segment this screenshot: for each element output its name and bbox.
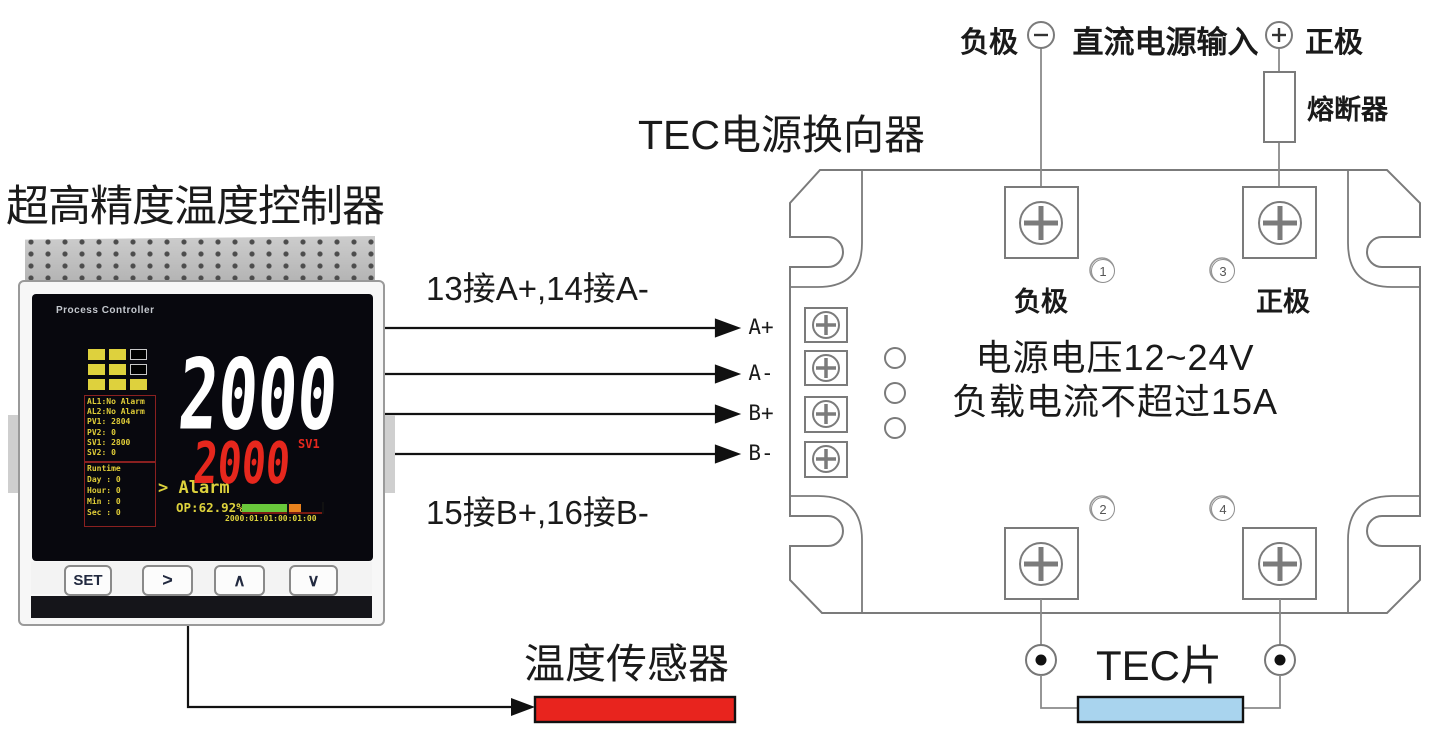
controller-display: [32, 294, 373, 561]
dc-positive-label: 正极: [1305, 27, 1364, 59]
output-percent: OP:62.92%: [176, 500, 244, 515]
power-screw-terminals: [1004, 186, 1317, 600]
minus-terminal-icon: [1027, 21, 1055, 49]
indicator-hole-icon: [884, 347, 906, 369]
status-line: AL2:No Alarm: [87, 407, 145, 417]
shift-button[interactable]: >: [142, 565, 193, 596]
indicator-tile: [109, 379, 126, 390]
output-bar-baseline: [242, 512, 324, 514]
indicator-tile: [130, 364, 147, 375]
output-bar-tick: [287, 502, 289, 514]
down-button[interactable]: ∨: [289, 565, 338, 596]
spec-voltage: 电源电压12~24V: [975, 337, 1255, 378]
indicator-tile: [130, 379, 147, 390]
indicator-tile: [109, 364, 126, 375]
output-bar-green: [242, 504, 288, 512]
wire-label-a: 13接A+,14接A-: [426, 270, 649, 307]
tec-chip-icon: [1076, 695, 1245, 724]
dc-input-title: 直流电源输入: [1072, 25, 1259, 60]
indicator-tile: [88, 364, 105, 375]
fuse-label: 熔断器: [1307, 95, 1388, 125]
indicator-hole-icon: [884, 417, 906, 439]
fuse-icon: [1263, 71, 1296, 143]
temperature-sensor-icon: [533, 695, 737, 724]
status-line: SV1: 2800: [87, 437, 131, 447]
indicator-tile: [109, 349, 126, 360]
indicator-tile: [88, 379, 105, 390]
wire-label-b: 15接B+,16接B-: [426, 494, 649, 531]
terminal-number-1: 1: [1091, 259, 1115, 283]
status-line: AL1:No Alarm: [87, 397, 145, 406]
controller-title: 超高精度温度控制器: [6, 183, 385, 231]
set-button[interactable]: SET: [64, 565, 112, 596]
controller-mount-clip: [8, 415, 20, 493]
display-timestamp: 2000:01:01:00:01:00: [225, 514, 317, 523]
sv-label: SV1: [298, 437, 320, 451]
tec-output-wiring: [1025, 599, 1296, 724]
terminal-number-4: 4: [1211, 497, 1235, 521]
alarm-status-panel: AL1:No Alarm AL2:No Alarm PV1: 2804 PV2:…: [84, 395, 156, 463]
temperature-sensor-label: 温度传感器: [524, 641, 729, 687]
output-bar: [242, 502, 324, 514]
controller-brand: Process Controller: [56, 305, 155, 316]
tec-module-outline: [789, 169, 1421, 614]
module-positive-label: 正极: [1256, 287, 1310, 317]
plus-terminal-icon: [1265, 21, 1293, 49]
terminal-number-2: 2: [1091, 497, 1115, 521]
runtime-line: Sec : 0: [87, 508, 121, 517]
runtime-line: Day : 0: [87, 475, 121, 484]
terminal-number-3: 3: [1211, 259, 1235, 283]
sensor-wiring: [186, 625, 737, 724]
runtime-line: Min : 0: [87, 497, 121, 506]
io-indicator-grid: [88, 349, 147, 390]
dc-negative-label: 负极: [960, 27, 1019, 59]
output-bar-orange: [288, 504, 301, 512]
signal-arrows: [381, 318, 742, 464]
status-line: PV1: 2804: [87, 417, 131, 427]
terminal-label-b-plus: B+: [748, 401, 774, 425]
dc-input-wiring: [1027, 21, 1296, 187]
runtime-panel: Runtime Day : 0 Hour: 0 Min : 0 Sec : 0: [84, 461, 156, 527]
controller-top-vent: [25, 236, 375, 281]
module-specs: 电源电压12~24V 负载电流不超过15A: [950, 336, 1280, 424]
runtime-line: Hour: 0: [87, 486, 121, 495]
up-button[interactable]: ∧: [214, 565, 265, 596]
status-line: PV2: 0: [87, 427, 116, 437]
input-terminal-column: [804, 307, 906, 478]
indicator-tile: [88, 349, 105, 360]
alarm-text: > Alarm: [158, 478, 230, 498]
controller-mount-clip: [383, 415, 395, 493]
controller-lower-strip: [31, 596, 372, 618]
terminal-label-a-plus: A+: [748, 315, 774, 339]
output-bar-tick: [322, 502, 324, 514]
runtime-line: Runtime: [87, 464, 121, 473]
module-negative-label: 负极: [1014, 287, 1068, 317]
terminal-label-a-minus: A-: [748, 361, 774, 385]
module-title: TEC电源换向器: [638, 112, 925, 158]
tec-chip-label: TEC片: [1096, 642, 1223, 689]
spec-current: 负载电流不超过15A: [951, 381, 1279, 422]
indicator-hole-icon: [884, 382, 906, 404]
terminal-label-b-minus: B-: [748, 441, 774, 465]
status-line: SV2: 0: [87, 448, 116, 458]
indicator-tile: [130, 349, 147, 360]
